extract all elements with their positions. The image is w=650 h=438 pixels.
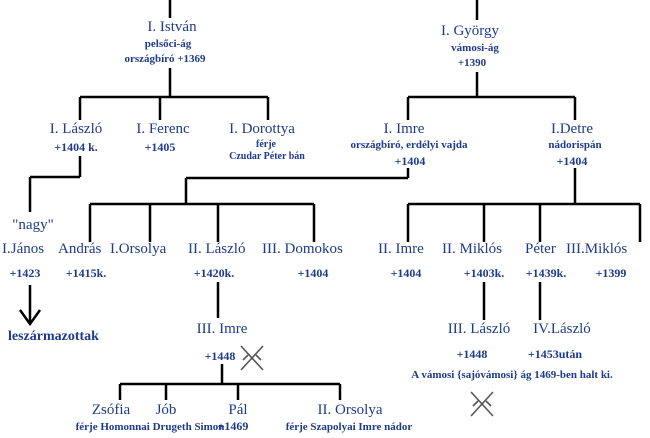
crossed-swords-icon	[240, 345, 264, 371]
person-istvan-branch: pelsőci-ág	[144, 38, 192, 50]
person-domokos: III. Domokos	[262, 241, 343, 257]
person-dorottya-spouse-label: férje	[256, 139, 276, 150]
person-miklos-2: II. Miklós	[442, 241, 502, 257]
person-janos: I.János	[2, 241, 45, 257]
person-domokos-date: +1404	[297, 266, 329, 280]
person-zsofia: Zsófia	[91, 402, 131, 418]
person-peter: Péter	[525, 241, 556, 257]
person-laszlo-3: III. László	[447, 321, 511, 337]
zsofia-job-spouse: férje Homonnai Drugeth Simon	[75, 421, 225, 433]
person-miklos-3-date: +1399	[595, 266, 627, 280]
person-orsolya-2: II. Orsolya	[317, 402, 383, 418]
person-pal-date: +1469	[217, 419, 249, 433]
person-miklos-2-date: +1403k.	[463, 266, 505, 280]
person-janos-nickname: "nagy"	[12, 217, 54, 233]
person-gyorgy: I. György	[440, 23, 500, 39]
person-janos-date: +1423	[9, 266, 41, 280]
person-gyorgy-date: +1390	[457, 57, 487, 69]
person-detre-date: +1404	[556, 154, 588, 168]
person-imre-3-date: +1448	[204, 349, 236, 363]
person-orsolya-1: I.Orsolya	[110, 241, 167, 257]
person-orsolya-2-spouse: férje Szapolyai Imre nádor	[285, 421, 413, 433]
person-laszlo-2-date: +1420k.	[193, 266, 235, 280]
person-laszlo-4: IV.László	[533, 321, 591, 337]
descendants-label: leszármazottak	[8, 329, 99, 344]
person-detre-title: nádorispán	[548, 139, 602, 151]
person-dorottya-spouse: Czudar Péter bán	[229, 151, 305, 162]
person-laszlo-3-date: +1448	[456, 347, 488, 361]
person-laszlo-1: I. László	[49, 121, 103, 137]
person-miklos-3: III.Miklós	[566, 241, 628, 257]
person-pal: Pál	[228, 402, 248, 418]
person-peter-date: +1439k.	[525, 266, 567, 280]
crossed-swords-icon	[470, 391, 494, 417]
person-detre: I.Detre	[550, 121, 594, 137]
person-ferenc-date: +1405	[144, 140, 176, 154]
person-dorottya: I. Dorottya	[229, 121, 295, 137]
person-laszlo-1-date: +1404 k.	[54, 140, 98, 154]
person-imre-1-title: országbíró, erdélyi vajda	[350, 139, 468, 151]
person-istvan: I. István	[147, 19, 197, 35]
person-laszlo-2: II. László	[188, 241, 246, 257]
person-laszlo-4-date: +1453után	[527, 347, 583, 361]
person-imre-1: I. Imre	[383, 121, 425, 137]
person-imre-3: III. Imre	[196, 321, 248, 337]
person-imre-2: II. Imre	[378, 241, 424, 257]
person-job: Jób	[155, 402, 177, 418]
person-andras-date: +1415k.	[65, 266, 107, 280]
extinction-note: A vámosi {sajóvámosi} ág 1469-ben halt k…	[411, 369, 613, 381]
person-andras: András	[58, 241, 102, 257]
person-ferenc: I. Ferenc	[136, 121, 190, 137]
person-imre-2-date: +1404	[390, 266, 422, 280]
person-gyorgy-branch: vámosi-ág	[451, 42, 499, 54]
person-istvan-title: országbíró +1369	[124, 53, 206, 65]
person-imre-1-date: +1404	[394, 154, 426, 168]
